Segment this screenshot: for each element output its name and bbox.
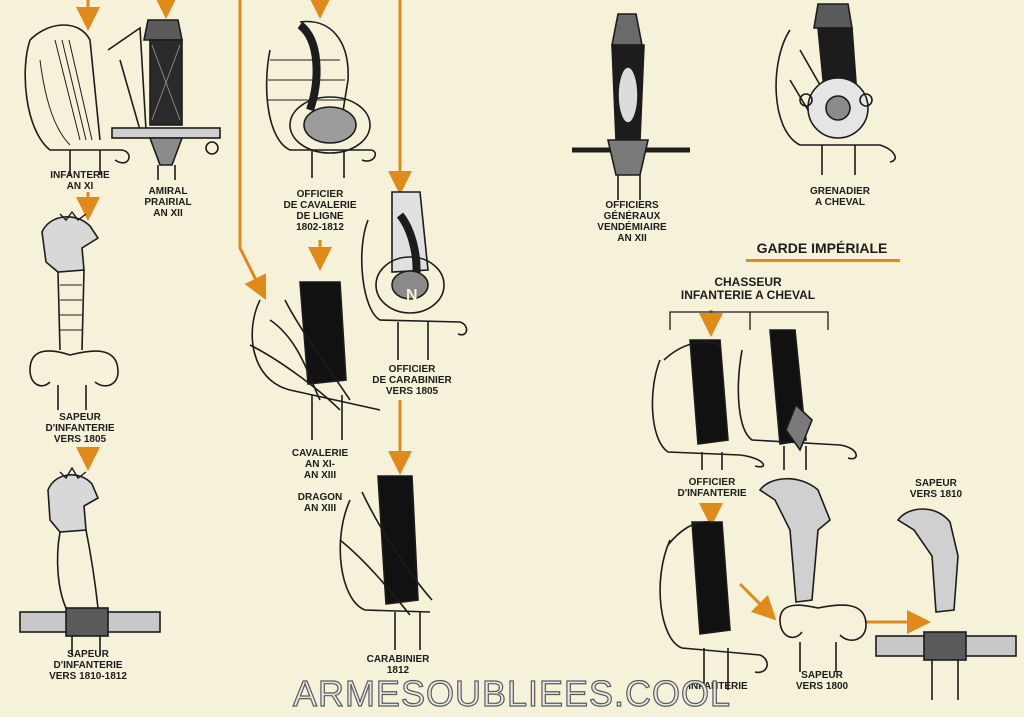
section-title-underline <box>746 259 900 262</box>
section-title-garde-imperiale: GARDE IMPÉRIALE <box>756 240 888 256</box>
sword-hilt-icon <box>24 24 130 175</box>
chasseur-bracket <box>669 311 829 330</box>
flow-arrow-icon <box>76 0 931 634</box>
sword-hilt-icon <box>572 13 690 200</box>
sword-hilt-icon <box>339 475 433 650</box>
sword-hilt-icon <box>651 329 857 470</box>
sword-hilt-icon <box>265 20 377 178</box>
sword-hilt-icon <box>758 478 867 672</box>
sword-hilt-icon <box>659 520 768 690</box>
label-infanterie-bottom: INFANTERIE <box>688 681 748 692</box>
sword-hilt-icon <box>775 3 896 175</box>
sword-hilt-icon: N <box>360 191 468 360</box>
sword-hilt-icon <box>19 466 161 655</box>
sword-hilt-icon <box>875 508 1017 700</box>
svg-text:N: N <box>406 287 418 304</box>
watermark: ARMESOUBLIEES.COOL <box>292 672 732 714</box>
sword-hilt-icon <box>107 19 221 180</box>
sword-hilt-icon <box>249 281 381 440</box>
sword-hilt-icon <box>29 210 119 410</box>
